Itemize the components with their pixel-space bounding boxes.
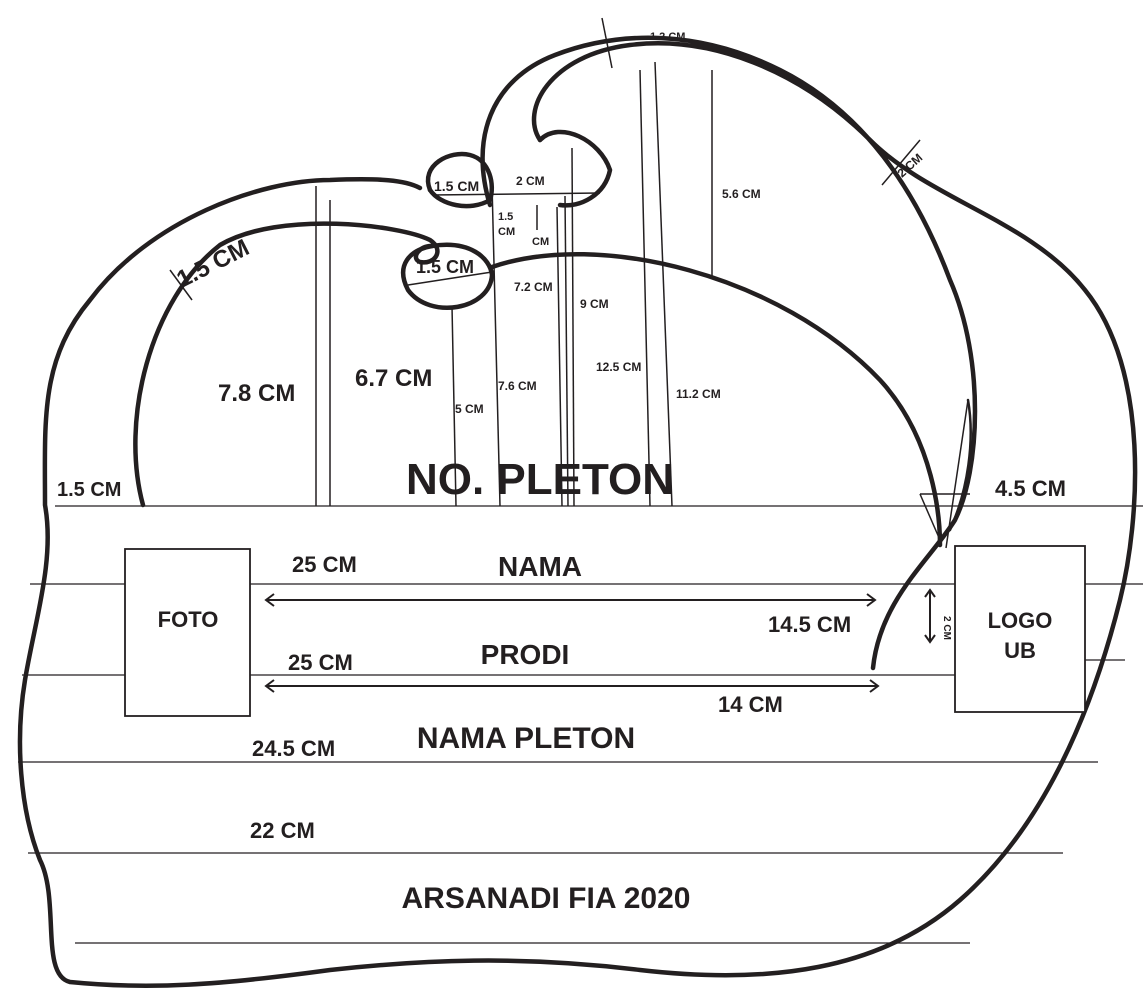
nama-title: NAMA [498, 551, 582, 582]
label-inner-cm-a: CM [498, 226, 515, 238]
prodi-title: PRODI [481, 639, 570, 670]
label-24-5cm: 24.5 CM [252, 736, 335, 761]
width-arrows [264, 588, 936, 693]
label-5cm: 5 CM [455, 402, 484, 416]
label-6-7cm: 6.7 CM [355, 365, 432, 392]
label-7-8cm: 7.8 CM [218, 380, 295, 407]
logo-label-line1: LOGO [988, 608, 1053, 633]
foto-label: FOTO [158, 607, 219, 632]
measure-guides [169, 17, 970, 549]
label-7-6cm: 7.6 CM [498, 379, 537, 393]
label-22cm: 22 CM [250, 818, 315, 843]
label-1-5cm-upper-curl: 1.5 CM [434, 178, 479, 194]
label-right-4-5cm: 4.5 CM [995, 476, 1066, 501]
no-pleton-title: NO. PLETON [406, 455, 674, 504]
logo-ub-box [954, 545, 1086, 713]
label-2cm-curl: 2 CM [516, 174, 545, 188]
label-14-5cm: 14.5 CM [768, 612, 851, 637]
label-11-2cm: 11.2 CM [676, 387, 721, 401]
brim-curve [948, 398, 972, 532]
label-band-1-5cm: 1.5 CM [172, 234, 253, 293]
label-2cm-vertical: 2 CM [941, 616, 952, 640]
logo-label-line2: UB [1004, 638, 1036, 663]
label-inner-cm-b: CM [532, 236, 549, 248]
foto-box [124, 548, 251, 717]
label-2cm-right: 2 CM [895, 151, 926, 181]
label-1-5cm-lower-curl: 1.5 CM [416, 257, 474, 277]
label-5-6cm: 5.6 CM [722, 187, 761, 201]
hat-outline [17, 35, 1138, 989]
label-25cm-nama: 25 CM [292, 552, 357, 577]
label-1-2cm: 1.2 CM [650, 31, 685, 43]
label-left-1-5cm: 1.5 CM [57, 479, 121, 501]
nama-pleton-title: NAMA PLETON [417, 722, 635, 755]
label-25cm-prodi: 25 CM [288, 650, 353, 675]
label-12-5cm: 12.5 CM [596, 360, 641, 374]
label-9cm: 9 CM [580, 297, 609, 311]
inner-curves [133, 129, 943, 548]
label-14cm: 14 CM [718, 692, 783, 717]
arsanadi-title: ARSANADI FIA 2020 [402, 882, 691, 915]
label-7-2cm: 7.2 CM [514, 280, 553, 294]
label-inner-1-5: 1.5 [498, 211, 513, 223]
